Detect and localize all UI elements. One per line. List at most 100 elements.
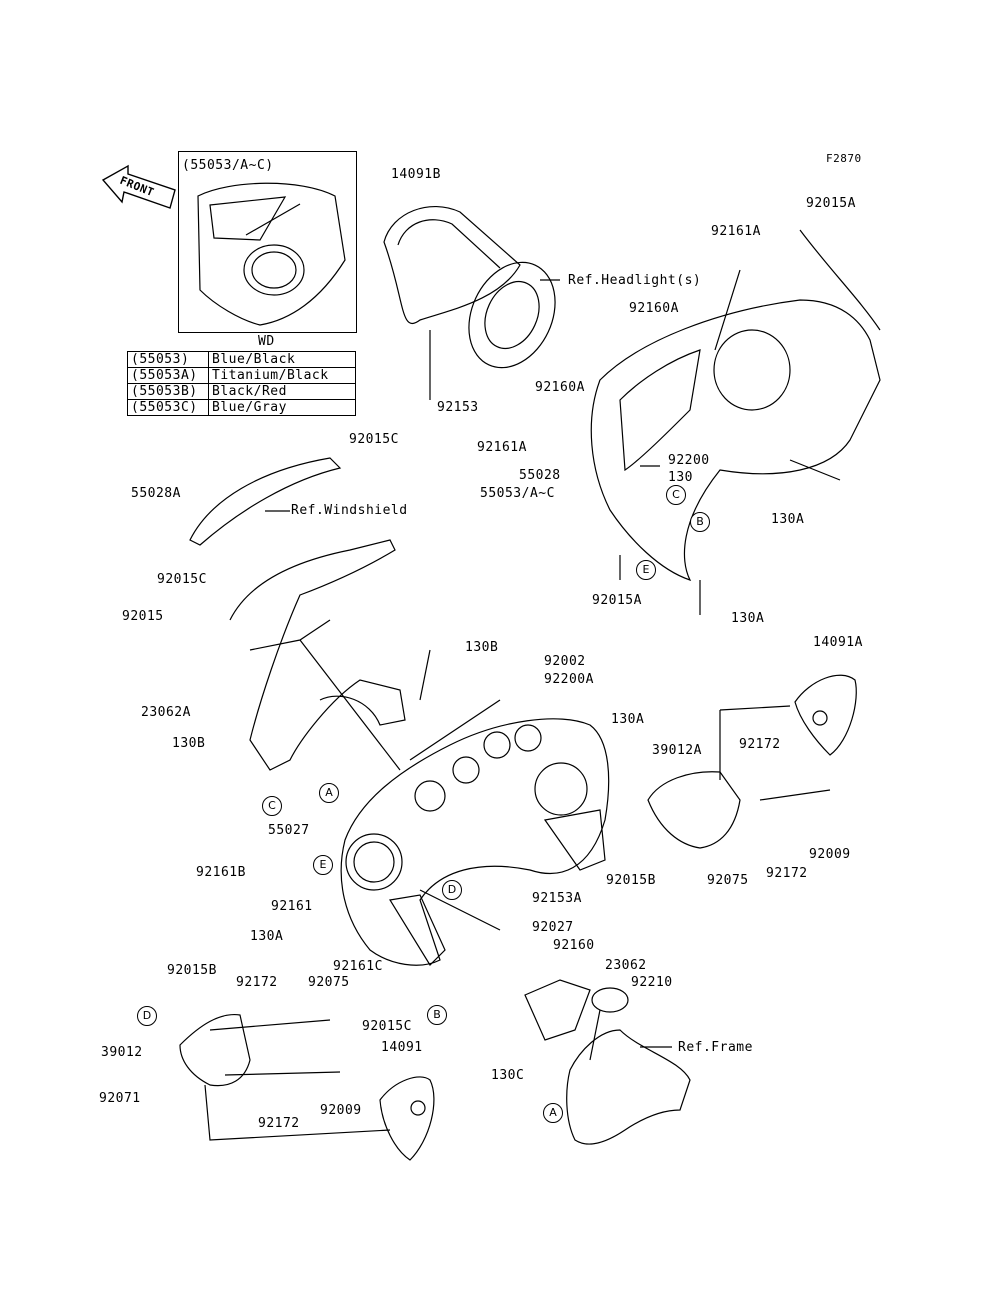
part-label: 55027 — [268, 823, 310, 838]
part-label: 55028A — [131, 486, 181, 501]
outer-fairing-inner-panel — [619, 349, 701, 472]
inset-fairing-shape — [197, 182, 346, 326]
inset-fairing-panel — [209, 196, 287, 241]
leader-92200A — [409, 699, 501, 761]
part-label: 92009 — [809, 847, 851, 862]
ref-label: Ref.Headlight(s) — [568, 273, 702, 288]
part-label: 130 — [668, 470, 693, 485]
part-label: 55028 — [519, 468, 561, 483]
inner-fairing-left-panel — [389, 894, 446, 966]
windshield-trim — [189, 457, 342, 546]
part-label: 92161B — [196, 865, 246, 880]
trim-cap-inner — [397, 219, 501, 269]
headlight-bucket-inner — [484, 280, 540, 350]
bracket-23062A — [229, 539, 406, 771]
ref-label: Ref.Frame — [678, 1040, 753, 1055]
part-label: 92153 — [437, 400, 479, 415]
part-label: 14091A — [813, 635, 863, 650]
part-label: 92172 — [739, 737, 781, 752]
trim-piece-14091 — [379, 1076, 435, 1161]
gauge-1 — [414, 780, 446, 812]
leader-130B-top — [419, 649, 431, 701]
callout-letter: B — [690, 512, 710, 532]
part-label: 92172 — [258, 1116, 300, 1131]
part-label: 130A — [731, 611, 765, 626]
part-label: 92160 — [553, 938, 595, 953]
speaker-left — [345, 833, 403, 891]
part-label: 92075 — [707, 873, 749, 888]
part-label: 92015A — [592, 593, 642, 608]
bracket-crossbar — [249, 619, 331, 651]
callout-letter: D — [137, 1006, 157, 1026]
leader-92027 — [419, 889, 501, 931]
part-label: 92161C — [333, 959, 383, 974]
part-label: 92153A — [532, 891, 582, 906]
speaker-left-inner — [353, 841, 395, 883]
frame-down-tube — [589, 1009, 601, 1061]
part-label: 92075 — [308, 975, 350, 990]
part-label: 92015B — [167, 963, 217, 978]
part-label: 92015B — [606, 873, 656, 888]
part-label: 92027 — [532, 920, 574, 935]
part-label: 130A — [771, 512, 805, 527]
figure-code: F2870 — [826, 152, 862, 165]
table-row: (55053)Blue/Black — [127, 351, 356, 368]
frame — [566, 1029, 691, 1145]
leader-92009-right — [759, 789, 831, 801]
inner-fairing — [340, 718, 610, 966]
gauge-2 — [452, 756, 480, 784]
part-label: 130B — [465, 640, 499, 655]
leader-130A-right — [789, 459, 841, 481]
part-label: 92009 — [320, 1103, 362, 1118]
front-arrow-icon — [101, 164, 176, 209]
inset-box — [178, 151, 357, 333]
headlight-bucket — [468, 261, 556, 369]
inset-stripe — [245, 203, 301, 236]
callout-letter: E — [313, 855, 333, 875]
gauge-4 — [514, 724, 542, 752]
inset-title: (55053/A~C) — [182, 158, 274, 173]
callout-letter: B — [427, 1005, 447, 1025]
part-label: 55053/A~C — [480, 486, 555, 501]
part-label: 92160A — [629, 301, 679, 316]
part-label: 39012 — [101, 1045, 143, 1060]
leader-92075-left — [209, 1019, 331, 1031]
trim-piece-14091A — [794, 674, 857, 756]
part-label: 92200 — [668, 453, 710, 468]
outer-fairing-headlight-left — [713, 329, 791, 411]
table-row: (55053C)Blue/Gray — [127, 399, 356, 416]
leader-14091-base — [204, 1084, 391, 1141]
callout-letter: C — [262, 796, 282, 816]
part-label: 14091 — [381, 1040, 423, 1055]
callout-letter: C — [666, 485, 686, 505]
part-label: 130A — [250, 929, 284, 944]
speaker-enclosure-right — [647, 771, 741, 849]
part-label: 92002 — [544, 654, 586, 669]
part-label: 130B — [172, 736, 206, 751]
variant-table: (55053)Blue/Black (55053A)Titanium/Black… — [127, 351, 356, 416]
part-label: 92161A — [711, 224, 761, 239]
part-label: 14091B — [391, 167, 441, 182]
part-label: 92210 — [631, 975, 673, 990]
part-label: 130A — [611, 712, 645, 727]
speaker-enclosure-left — [179, 1013, 251, 1087]
part-label: 92172 — [236, 975, 278, 990]
outer-fairing — [590, 299, 881, 582]
part-label: 92015 — [122, 609, 164, 624]
part-label: 92161A — [477, 440, 527, 455]
gauge-right — [534, 762, 588, 816]
leader-92161A — [714, 269, 741, 351]
part-label: 92200A — [544, 672, 594, 687]
part-label: 23062 — [605, 958, 647, 973]
part-label: 92015A — [806, 196, 856, 211]
callout-letter: A — [543, 1103, 563, 1123]
inset-headlight-inner — [251, 251, 297, 289]
part-label: 92015C — [349, 432, 399, 447]
inset-headlight-ring — [243, 244, 305, 296]
part-label: 92015C — [157, 572, 207, 587]
trim-piece-hole — [812, 710, 828, 726]
ref-label: Ref.Windshield — [291, 503, 408, 518]
part-label: 130C — [491, 1068, 525, 1083]
table-row: (55053A)Titanium/Black — [127, 367, 356, 384]
